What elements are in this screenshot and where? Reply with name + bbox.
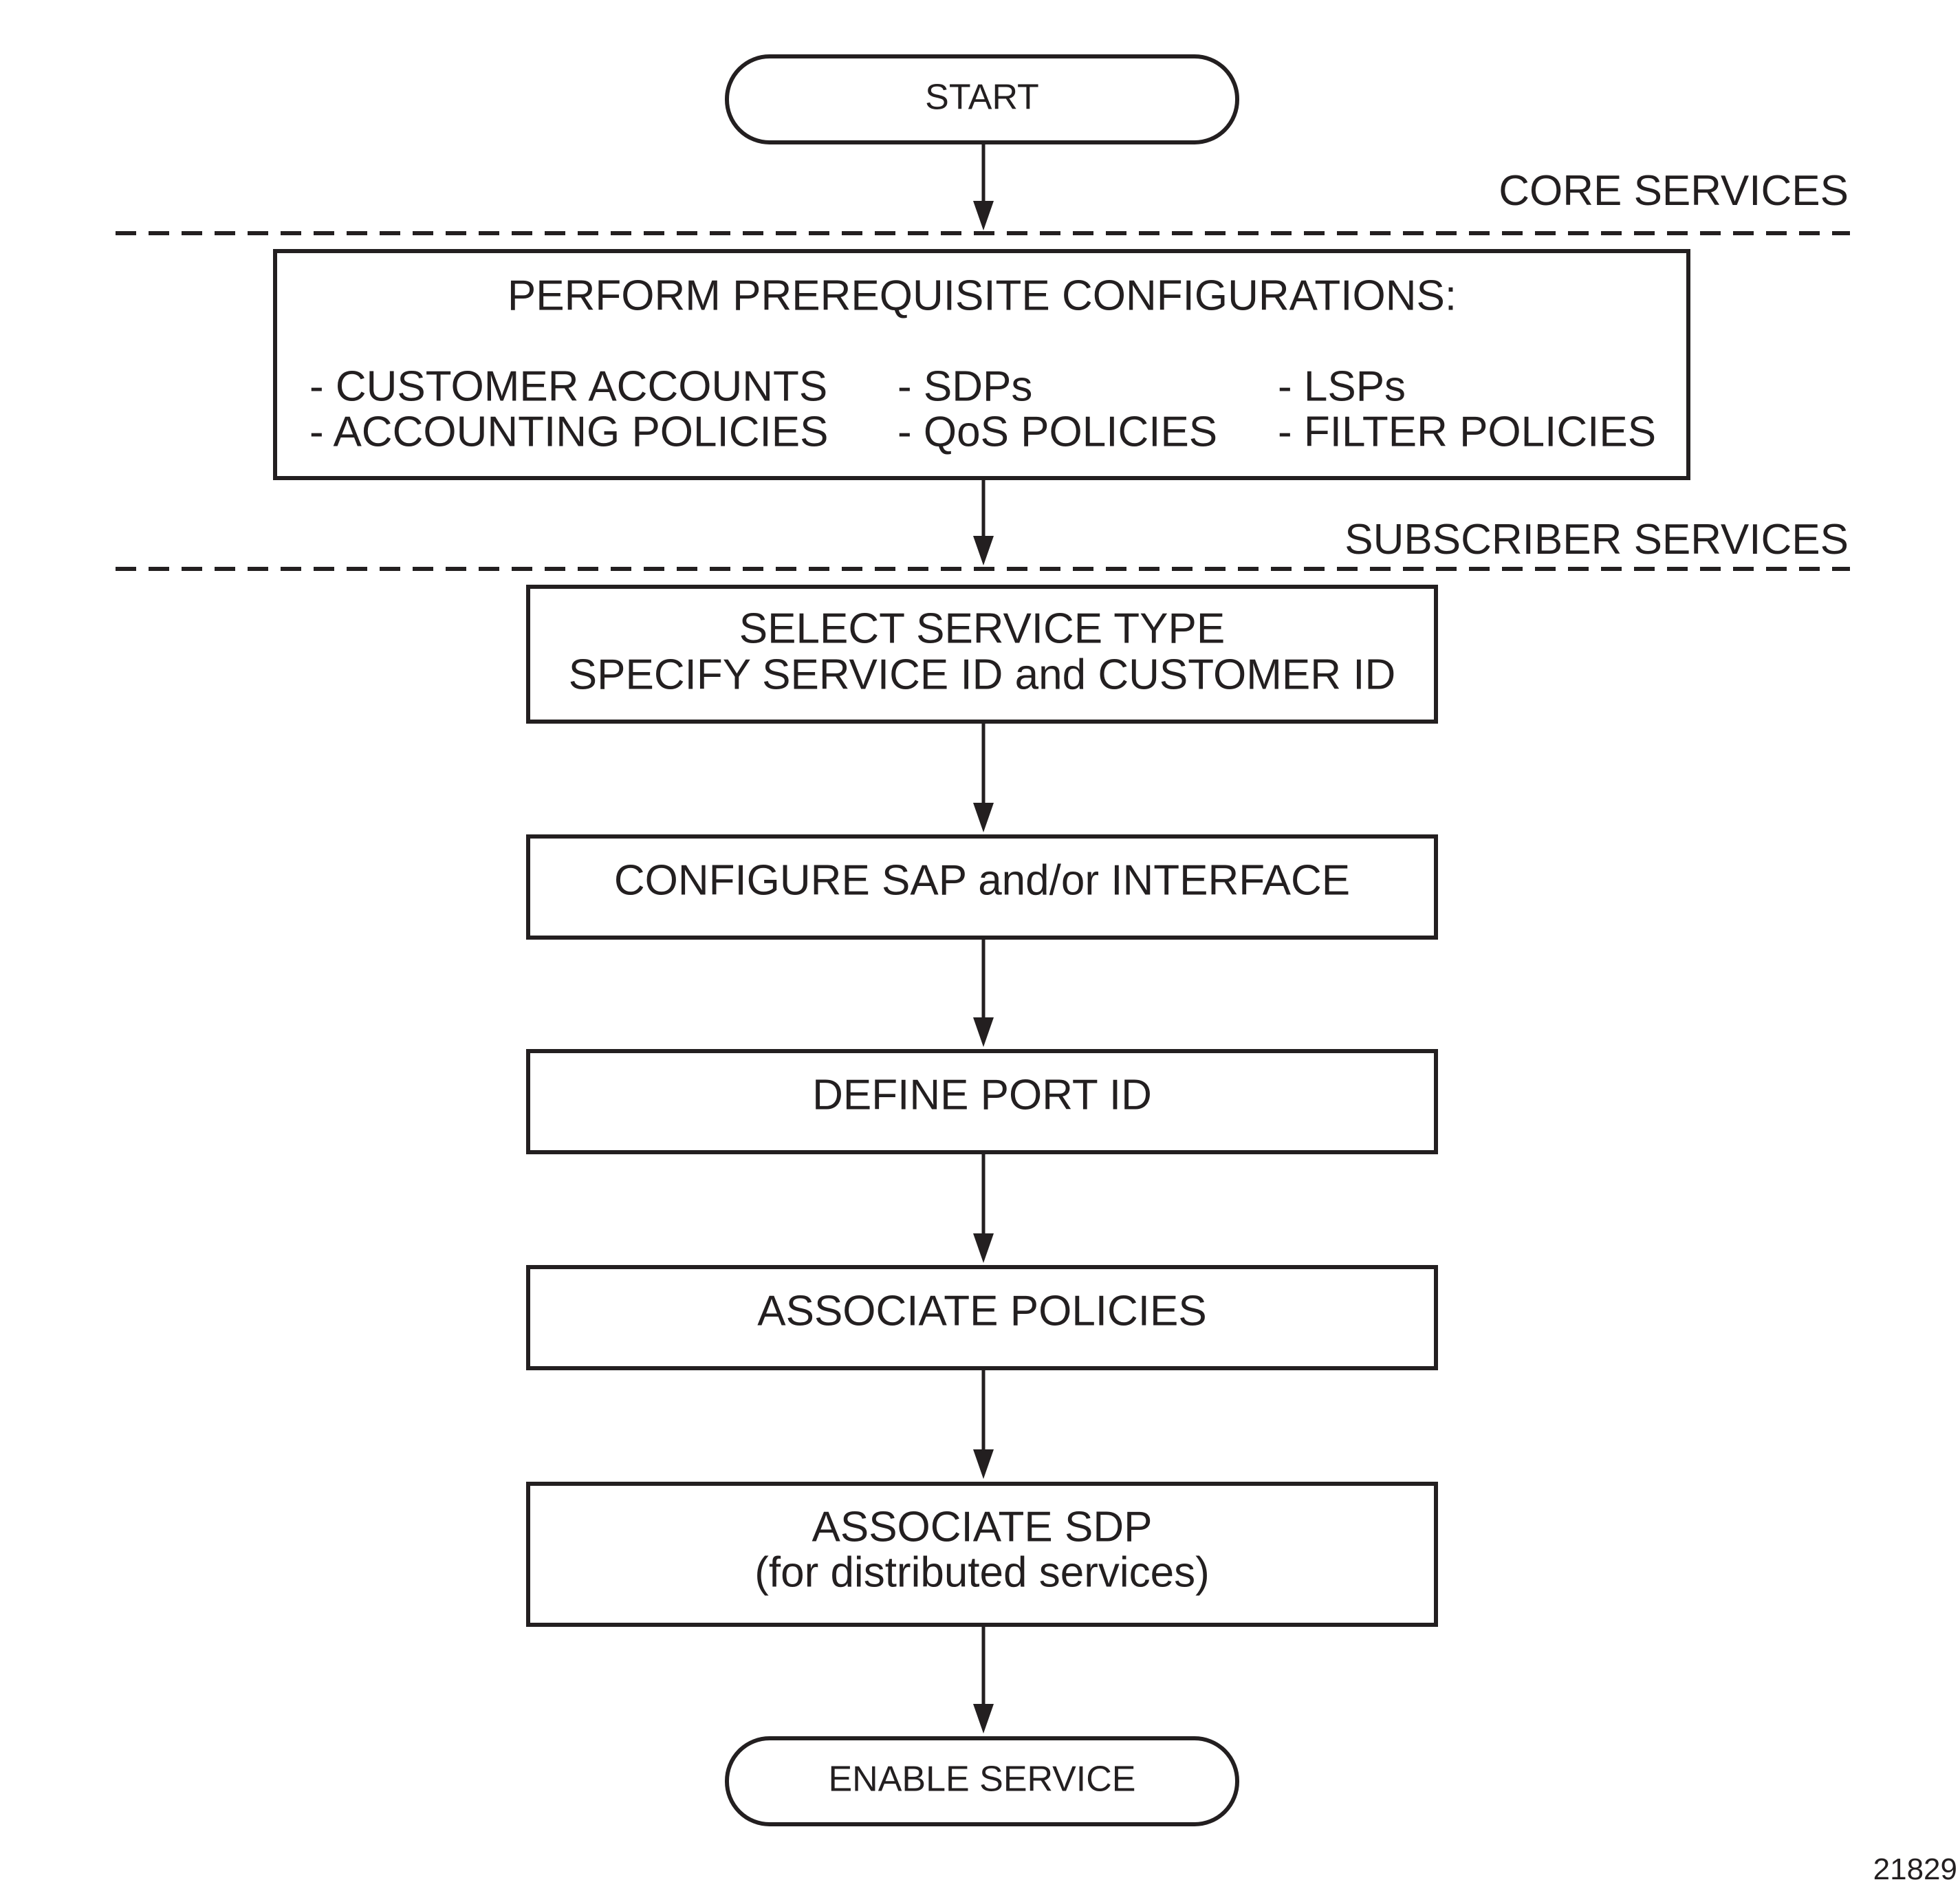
arrow-port-to-policies (973, 1152, 994, 1263)
arrow-sdp-to-enable (973, 1625, 994, 1733)
prereq-item-customer-accounts: - CUSTOMER ACCOUNTS (309, 363, 827, 410)
step-configure-sap-label: CONFIGURE SAP and/or INTERFACE (614, 856, 1350, 904)
prereq-item-lsps: - LSPs (1278, 363, 1406, 410)
start-label: START (925, 78, 1039, 118)
arrow-policies-to-sdp (973, 1368, 994, 1479)
step-select-service-line2: SPECIFY SERVICE ID and CUSTOMER ID (569, 651, 1395, 698)
prereq-item-qos-policies: - QoS POLICIES (897, 408, 1217, 455)
prereq-title: PERFORM PREREQUISITE CONFIGURATIONS: (508, 272, 1457, 319)
prereq-item-accounting-policies: - ACCOUNTING POLICIES (309, 408, 828, 455)
step-define-port-label: DEFINE PORT ID (812, 1071, 1152, 1119)
end-terminator (725, 1736, 1239, 1826)
prereq-item-filter-policies: - FILTER POLICIES (1278, 408, 1656, 455)
subscriber-services-label: SUBSCRIBER SERVICES (1344, 516, 1849, 563)
arrow-configure-to-port (973, 938, 994, 1047)
step-associate-sdp-line2: (for distributed services) (754, 1548, 1210, 1596)
core-services-label: CORE SERVICES (1499, 167, 1849, 215)
prereq-item-sdps: - SDPs (897, 363, 1032, 410)
arrow-prereq-to-select (973, 478, 994, 565)
arrow-select-to-configure (973, 722, 994, 832)
step-associate-sdp-line1: ASSOCIATE SDP (812, 1503, 1153, 1550)
step-associate-policies-label: ASSOCIATE POLICIES (757, 1287, 1206, 1334)
end-label: ENABLE SERVICE (828, 1760, 1135, 1800)
step-select-service-line1: SELECT SERVICE TYPE (739, 605, 1225, 652)
arrow-start-to-prereq (973, 142, 994, 230)
figure-number: 21829 (1873, 1852, 1957, 1886)
